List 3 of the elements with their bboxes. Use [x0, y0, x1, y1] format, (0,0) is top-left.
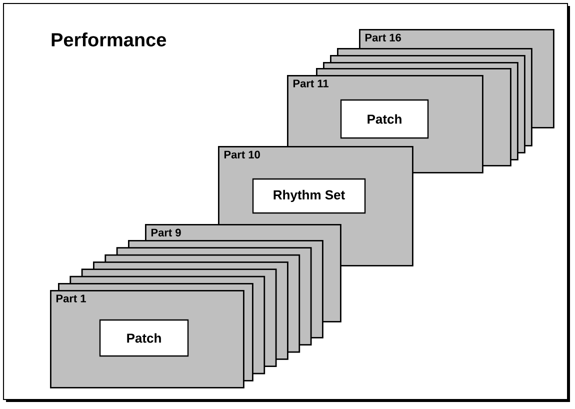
content-box: Patch — [340, 99, 429, 139]
content-box: Patch — [99, 319, 189, 357]
content-box: Rhythm Set — [252, 178, 366, 214]
